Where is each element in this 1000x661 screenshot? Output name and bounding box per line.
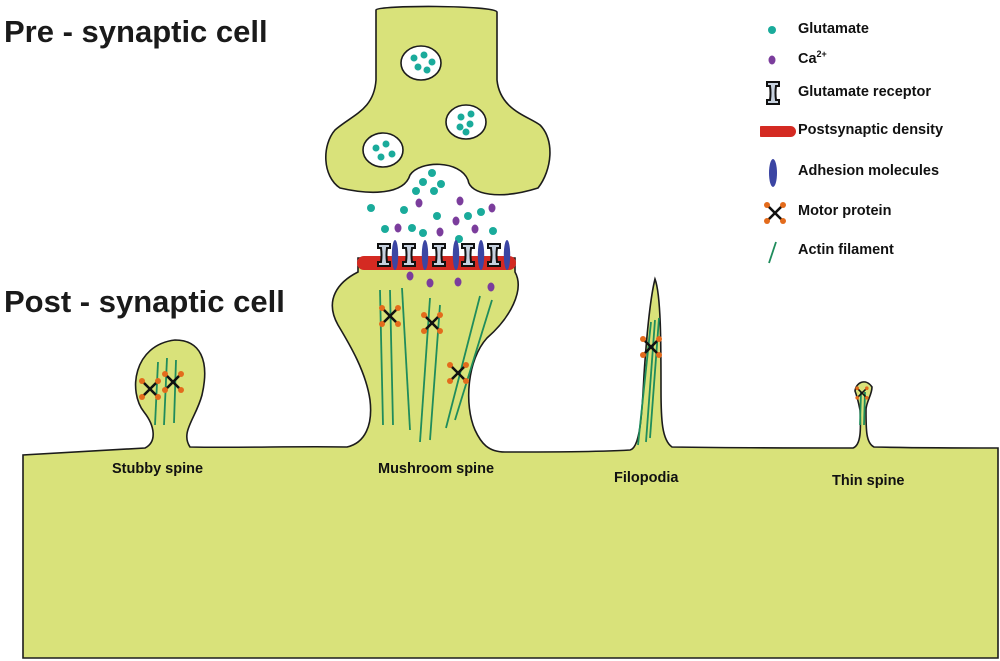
legend-postsynaptic-density-label: Postsynaptic density xyxy=(798,122,944,138)
vesicle xyxy=(445,104,487,140)
legend-motor-protein: Motor protein xyxy=(760,198,995,226)
vesicle xyxy=(400,45,442,81)
motor-protein-icon xyxy=(762,200,788,226)
glutamate-receptor-icon xyxy=(766,81,780,105)
legend-glutamate-receptor: Glutamate receptor xyxy=(760,79,995,107)
legend-calcium: Ca2+ xyxy=(760,44,995,72)
actin-filament-icon xyxy=(768,241,777,264)
legend-motor-protein-label: Motor protein xyxy=(798,203,892,219)
thin-spine-label: Thin spine xyxy=(832,473,905,489)
legend-postsynaptic-density: Postsynaptic density xyxy=(760,117,995,145)
stubby-spine-label: Stubby spine xyxy=(112,461,204,477)
legend-adhesion-molecules-label: Adhesion molecules xyxy=(798,163,940,179)
presynaptic-heading: Pre - synaptic cell xyxy=(4,14,268,49)
adhesion-molecules xyxy=(391,240,511,270)
legend-adhesion-molecules: Adhesion molecules xyxy=(760,158,995,187)
legend-glutamate-label: Glutamate xyxy=(798,21,869,37)
legend-calcium-charge: 2+ xyxy=(816,49,827,59)
legend-glutamate-receptor-label: Glutamate receptor xyxy=(798,84,931,100)
postsynaptic-heading: Post - synaptic cell xyxy=(4,284,285,319)
adhesion-molecule-icon xyxy=(769,159,777,187)
vesicle xyxy=(362,132,404,168)
postsynaptic-dendrite xyxy=(22,257,999,659)
postsynaptic-density-icon xyxy=(760,126,796,137)
glutamate-release xyxy=(367,169,497,243)
glutamate-icon xyxy=(768,26,776,34)
legend-calcium-label: Ca xyxy=(798,50,817,67)
calcium-icon xyxy=(768,55,776,65)
filopodia-label: Filopodia xyxy=(614,470,679,486)
mushroom-spine-label: Mushroom spine xyxy=(378,461,495,477)
legend-actin-filament-label: Actin filament xyxy=(798,242,894,258)
legend-actin-filament: Actin filament xyxy=(760,237,995,265)
calcium-ions xyxy=(394,196,496,292)
presynaptic-terminal xyxy=(325,5,551,196)
legend-glutamate: Glutamate xyxy=(760,16,995,44)
